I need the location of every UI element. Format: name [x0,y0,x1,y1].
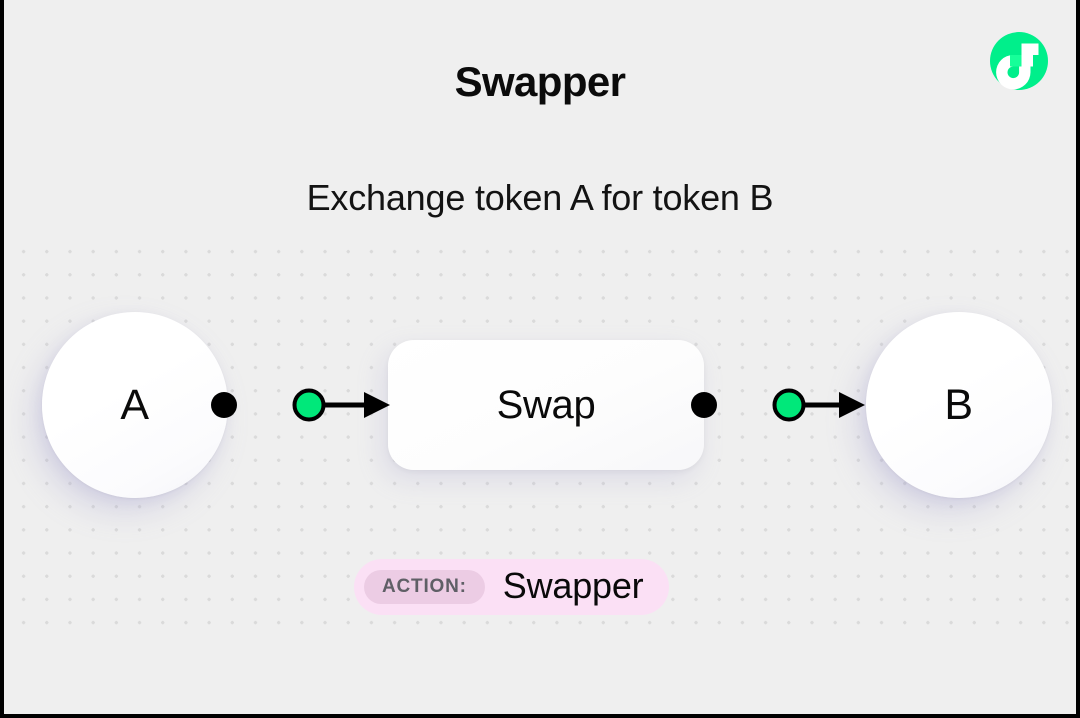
token-b-node[interactable]: B [866,312,1052,498]
token-a-label: A [120,380,150,429]
token-b-label: B [944,380,974,429]
token-a-node[interactable]: A [42,312,228,498]
action-badge: ACTION: Swapper [354,559,670,615]
page-subtitle: Exchange token A for token B [306,177,774,218]
edge-a-to-swap [211,388,390,422]
edge-a-midpoint-handle [292,388,326,422]
swap-node-label: Swap [496,383,596,427]
action-badge-chip: ACTION: [364,570,485,604]
swap-node[interactable]: Swap [388,340,704,470]
edge-b-midpoint-handle [772,388,806,422]
action-badge-value: Swapper [502,564,644,606]
edge-swap-to-b [691,388,865,422]
page-title: Swapper [454,58,626,105]
flow-logo-icon [984,26,1054,96]
